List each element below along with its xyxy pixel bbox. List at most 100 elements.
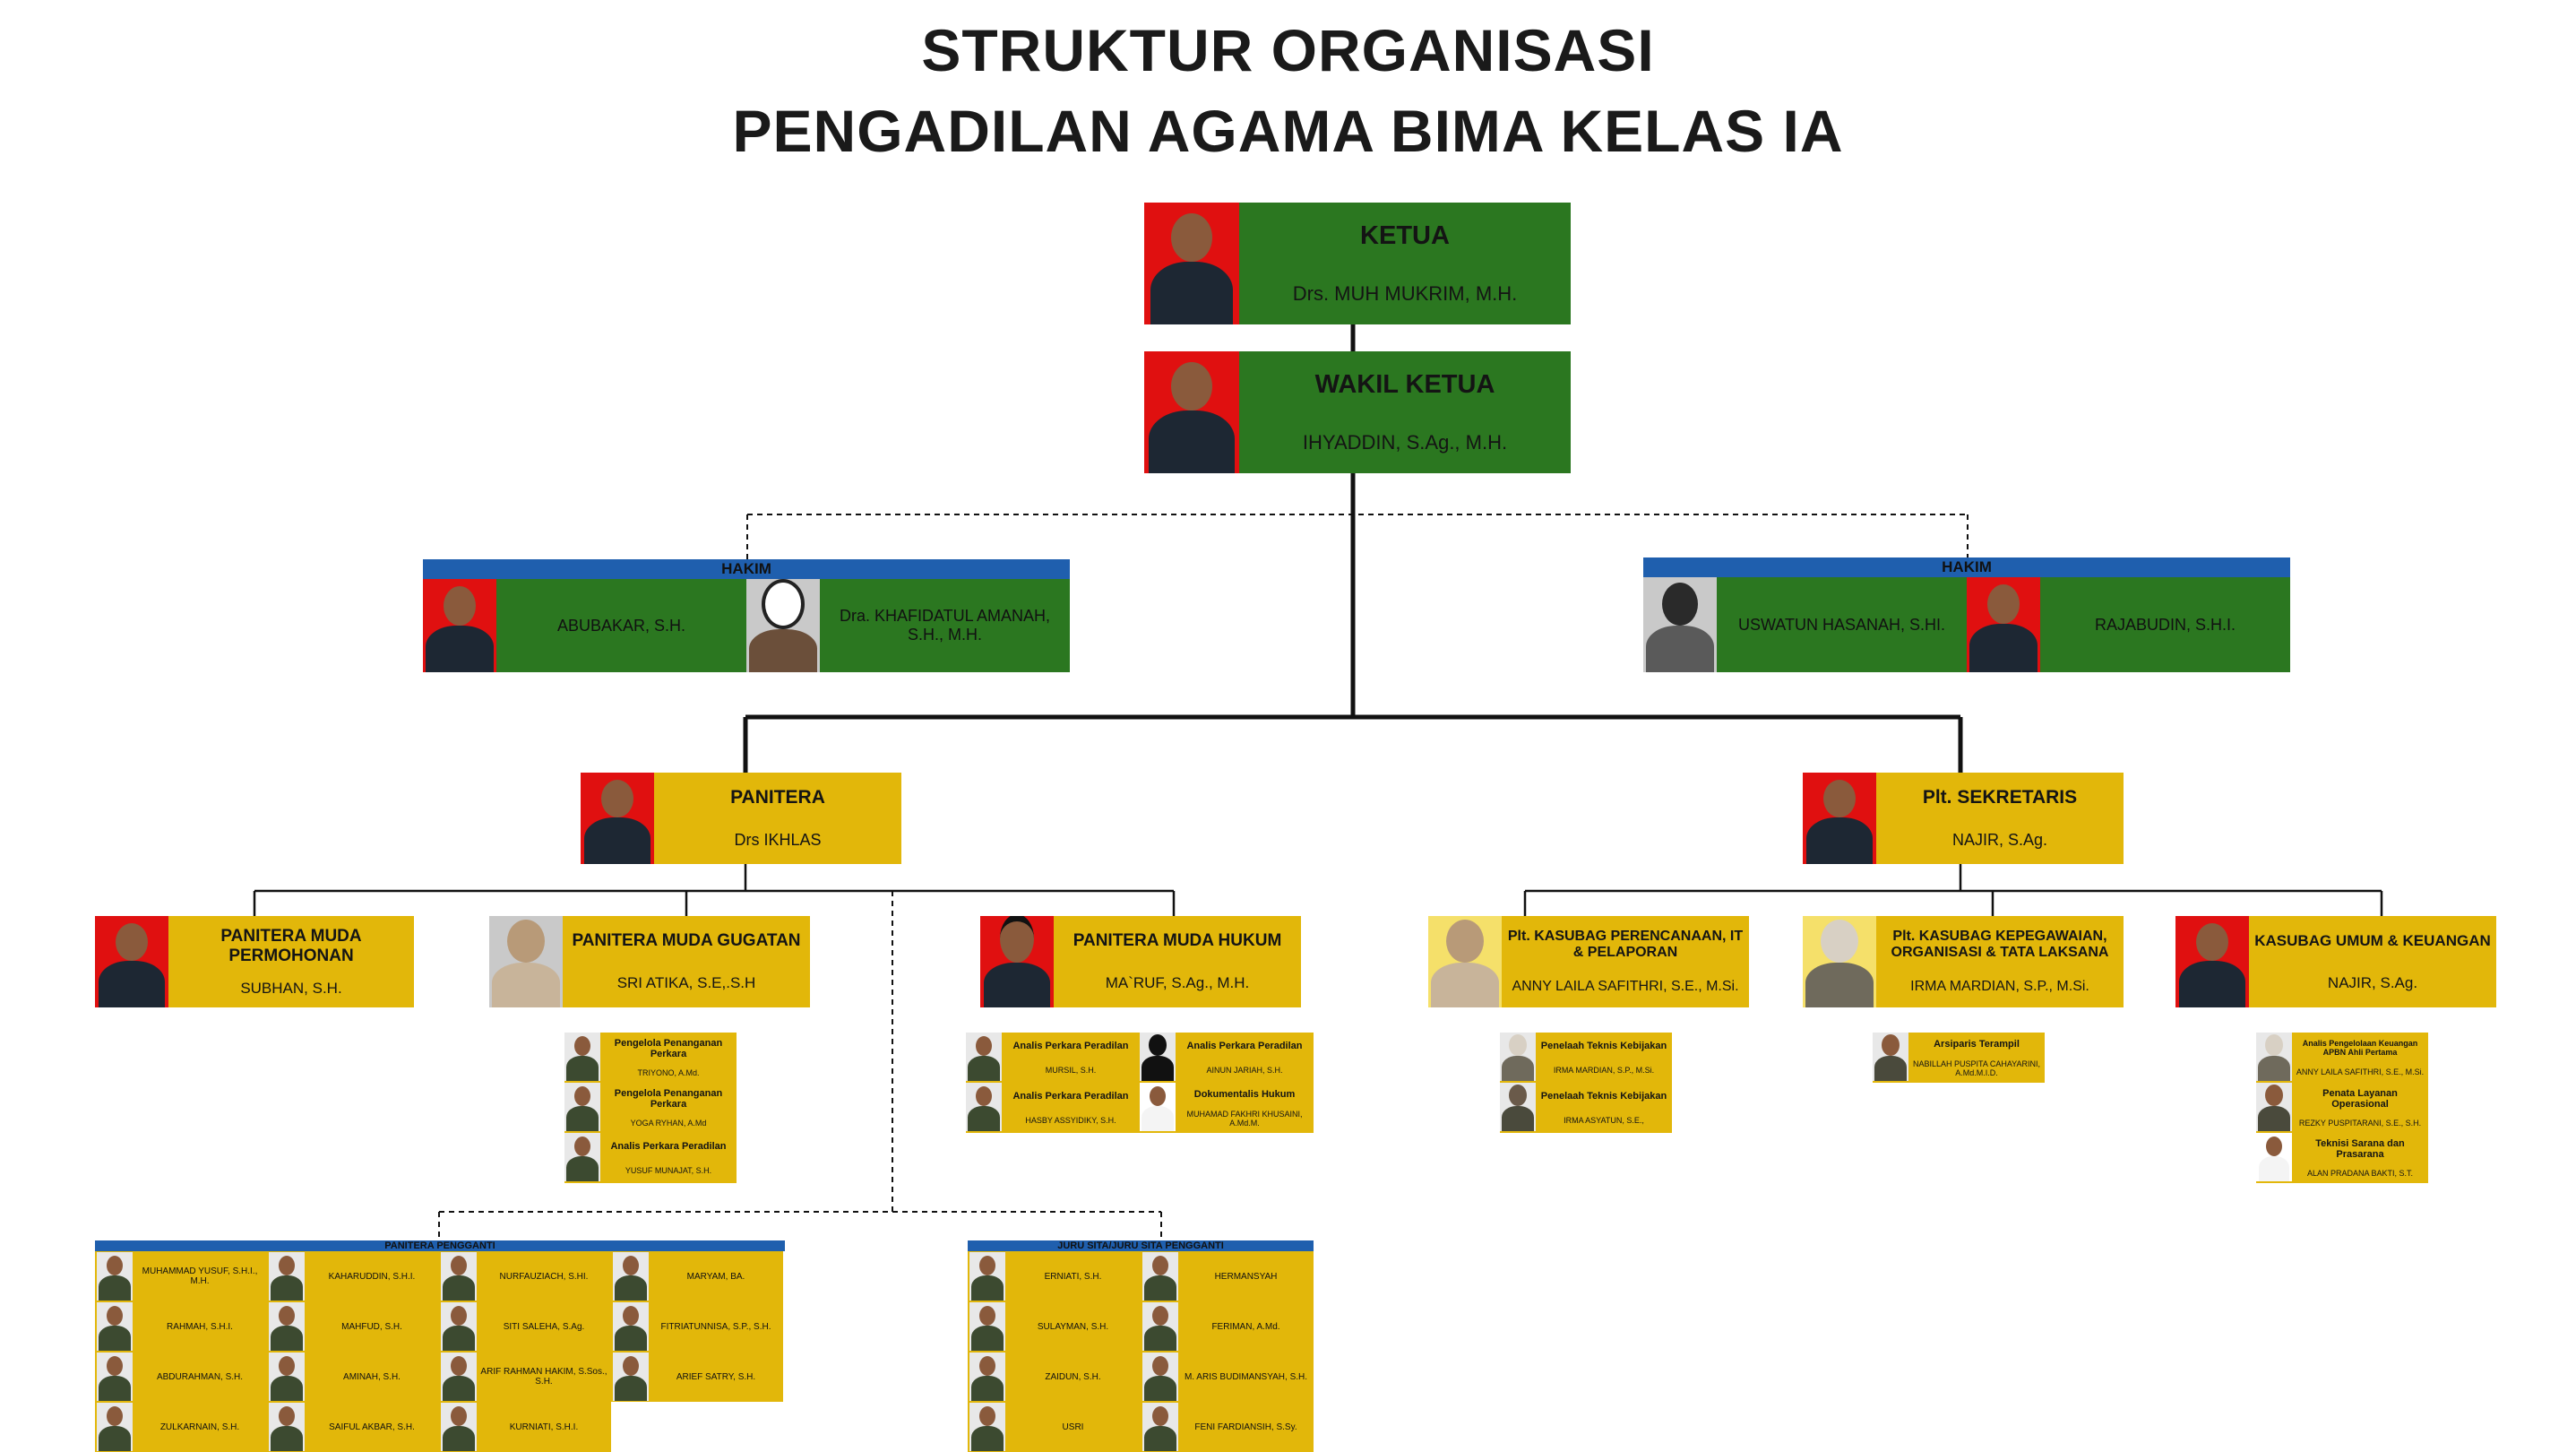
pm-gugatan-box: PANITERA MUDA GUGATAN SRI ATIKA, S.E,.S.… — [489, 916, 810, 1007]
member-name: ERNIATI, S.H. — [1044, 1271, 1102, 1282]
member-name: NURFAUZIACH, S.HI. — [499, 1271, 589, 1282]
juru-sita-member: FENI FARDIANSIH, S.Sy. — [1141, 1402, 1314, 1452]
pm-permohonan-box: PANITERA MUDA PERMOHONAN SUBHAN, S.H. — [95, 916, 414, 1007]
member-photo — [441, 1353, 477, 1401]
sekretaris-box: Plt. SEKRETARIS NAJIR, S.Ag. — [1803, 773, 2124, 864]
juru-sita-member: M. ARIS BUDIMANSYAH, S.H. — [1141, 1352, 1314, 1402]
member-name: AMINAH, S.H. — [343, 1371, 401, 1382]
panitera-pengganti-member: ABDURAHMAN, S.H. — [95, 1352, 267, 1402]
staff-role: Analis Pengelolaan Keuangan APBN Ahli Pe… — [2302, 1039, 2418, 1057]
panitera-name: Drs IKHLAS — [734, 830, 822, 849]
member-photo — [613, 1252, 649, 1301]
panitera-pengganti-member: RAHMAH, S.H.I. — [95, 1301, 267, 1352]
pm-gugatan-role: PANITERA MUDA GUGATAN — [572, 931, 801, 950]
member-photo — [969, 1403, 1005, 1451]
staff-name: ALAN PRADANA BAKTI, S.T. — [2306, 1169, 2414, 1178]
ketua-name: Drs. MUH MUKRIM, M.H. — [1292, 281, 1518, 305]
staff-photo — [2256, 1083, 2292, 1131]
staff-role: Analis Perkara Peradilan — [1186, 1041, 1303, 1051]
member-name: SULAYMAN, S.H. — [1037, 1321, 1109, 1332]
member-photo — [1142, 1302, 1178, 1351]
member-photo — [613, 1353, 649, 1401]
pm-hukum-name: MA`RUF, S.Ag., M.H. — [1105, 974, 1250, 991]
member-name: MUHAMMAD YUSUF, S.H.I., M.H. — [142, 1266, 258, 1286]
wakil-ketua-role: WAKIL KETUA — [1314, 370, 1495, 400]
panitera-pengganti-member: KAHARUDDIN, S.H.I. — [267, 1251, 439, 1301]
member-photo — [441, 1252, 477, 1301]
staff-photo — [2256, 1033, 2292, 1081]
member-photo — [269, 1302, 305, 1351]
member-photo — [1142, 1353, 1178, 1401]
staff-photo — [564, 1133, 600, 1181]
panitera-pengganti-member: MARYAM, BA. — [611, 1251, 783, 1301]
kasubag-umum-role: KASUBAG UMUM & KEUANGAN — [2254, 931, 2491, 949]
panitera-pengganti-member: SITI SALEHA, S.Ag. — [439, 1301, 611, 1352]
member-photo — [97, 1353, 133, 1401]
hakim-left-name-2: Dra. KHAFIDATUL AMANAH, S.H., M.H. — [839, 607, 1051, 644]
hakim-right-name-1: USWATUN HASANAH, S.HI. — [1737, 615, 1946, 634]
hakim-group-left: HAKIM ABUBAKAR, S.H. Dra. KHAFIDATUL AMA… — [423, 559, 1070, 672]
hakim-right-photo-2 — [1967, 577, 2040, 672]
member-photo — [97, 1302, 133, 1351]
staff-name: ANNY LAILA SAFITHRI, S.E., M.Si. — [2296, 1067, 2425, 1076]
staff-role: Teknisi Sarana dan Prasarana — [2315, 1138, 2405, 1160]
staff-photo — [966, 1033, 1002, 1081]
kasubag-umum-name: NAJIR, S.Ag. — [2327, 973, 2418, 991]
sekretaris-role: Plt. SEKRETARIS — [1922, 787, 2078, 808]
juru-sita-label: JURU SITA/JURU SITA PENGGANTI — [968, 1240, 1314, 1251]
member-photo — [97, 1403, 133, 1451]
member-name: SAIFUL AKBAR, S.H. — [329, 1422, 415, 1432]
panitera-pengganti-member: ZULKARNAIN, S.H. — [95, 1402, 267, 1452]
pm-hukum-role: PANITERA MUDA HUKUM — [1073, 931, 1282, 950]
staff-name: YOGA RYHAN, A.Md — [630, 1119, 707, 1128]
member-name: SITI SALEHA, S.Ag. — [503, 1321, 585, 1332]
kasubag-perencanaan-name: ANNY LAILA SAFITHRI, S.E., M.Si. — [1512, 979, 1739, 994]
juru-sita-member: HERMANSYAH — [1141, 1251, 1314, 1301]
kasubag-umum-photo — [2175, 916, 2249, 1007]
member-name: USRI — [1062, 1422, 1084, 1432]
member-name: MARYAM, BA. — [686, 1271, 745, 1282]
ketua-photo — [1144, 203, 1239, 324]
staff-photo — [1500, 1033, 1536, 1081]
staff-name: IRMA ASYATUN, S.E., — [1564, 1116, 1644, 1125]
staff-role: Penata Layanan Operasional — [2322, 1088, 2398, 1110]
panitera-pengganti-label: PANITERA PENGGANTI — [95, 1240, 785, 1251]
staff-photo — [966, 1083, 1002, 1131]
pm-gugatan-name: SRI ATIKA, S.E,.S.H — [616, 974, 756, 991]
pm-hukum-box: PANITERA MUDA HUKUM MA`RUF, S.Ag., M.H. — [980, 916, 1301, 1007]
staff-photo — [564, 1083, 600, 1131]
member-photo — [969, 1252, 1005, 1301]
member-name: HERMANSYAH — [1214, 1271, 1278, 1282]
umum-staff-1: Analis Pengelolaan Keuangan APBN Ahli Pe… — [2256, 1033, 2428, 1083]
member-photo — [969, 1302, 1005, 1351]
member-photo — [269, 1403, 305, 1451]
member-photo — [1142, 1403, 1178, 1451]
sekretaris-name: NAJIR, S.Ag. — [1951, 830, 2048, 849]
hakim-left-photo-1 — [423, 579, 496, 672]
staff-name: MURSIL, S.H. — [1045, 1066, 1097, 1075]
staff-name: IRMA MARDIAN, S.P., M.Si. — [1553, 1066, 1655, 1075]
member-photo — [1142, 1252, 1178, 1301]
panitera-pengganti-member: FITRIATUNNISA, S.P., S.H. — [611, 1301, 783, 1352]
hakim-left-photo-2 — [746, 579, 820, 672]
staff-role: Analis Perkara Peradilan — [610, 1141, 727, 1152]
member-name: FITRIATUNNISA, S.P., S.H. — [660, 1321, 771, 1332]
member-name: KURNIATI, S.H.I. — [509, 1422, 579, 1432]
member-photo — [97, 1252, 133, 1301]
panitera-pengganti-member: AMINAH, S.H. — [267, 1352, 439, 1402]
juru-sita-member: USRI — [968, 1402, 1141, 1452]
staff-photo — [2256, 1133, 2292, 1181]
member-name: ABDURAHMAN, S.H. — [156, 1371, 244, 1382]
ketua-role: KETUA — [1360, 221, 1450, 251]
member-name: RAHMAH, S.H.I. — [167, 1321, 233, 1332]
hakim-right-label: HAKIM — [1643, 557, 2290, 577]
panitera-pengganti-member: MAHFUD, S.H. — [267, 1301, 439, 1352]
kasubag-umum-box: KASUBAG UMUM & KEUANGAN NAJIR, S.Ag. — [2175, 916, 2496, 1007]
pm-gugatan-photo — [489, 916, 563, 1007]
staff-name: TRIYONO, A.Md. — [637, 1068, 700, 1077]
